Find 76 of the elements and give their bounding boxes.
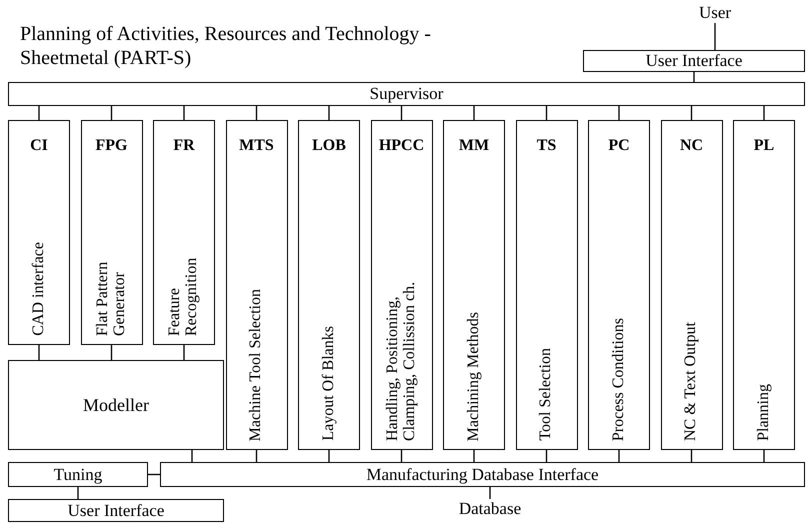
module-box bbox=[298, 120, 360, 450]
connector-line bbox=[618, 450, 620, 462]
connector-line bbox=[473, 450, 475, 462]
module-box bbox=[733, 120, 795, 450]
module-name: Process Conditions bbox=[610, 318, 628, 441]
module-box bbox=[660, 120, 722, 450]
module-box bbox=[153, 120, 215, 345]
connector-line bbox=[38, 106, 40, 120]
layer-bar bbox=[160, 462, 805, 487]
box-label: User Interface bbox=[68, 500, 164, 520]
connector-line bbox=[400, 450, 402, 462]
connector-line bbox=[110, 106, 112, 120]
connector-line bbox=[191, 450, 193, 462]
module-box bbox=[80, 120, 142, 345]
module-name: NC & Text Output bbox=[683, 322, 700, 441]
layer-bar bbox=[8, 462, 148, 487]
layer-bar bbox=[8, 82, 805, 106]
module-box bbox=[516, 120, 578, 450]
module-name: Tool Selection bbox=[538, 348, 555, 441]
box-label: Manufacturing Database Interface bbox=[366, 464, 599, 484]
module-name: Flat Pattern Generator bbox=[94, 260, 128, 336]
module-abbreviation: PL bbox=[752, 137, 776, 155]
module-abbreviation: FPG bbox=[94, 137, 128, 155]
module-abbreviation: PC bbox=[607, 137, 631, 155]
module-name: Machining Methods bbox=[466, 312, 482, 441]
box-label: Tuning bbox=[54, 464, 102, 484]
module-box bbox=[443, 120, 505, 450]
module-abbreviation: LOB bbox=[311, 137, 347, 155]
module-abbreviation: HPCC bbox=[378, 137, 426, 155]
connector-line bbox=[328, 106, 330, 120]
module-name: Planning bbox=[756, 384, 772, 441]
node-label: User bbox=[698, 3, 732, 23]
connector-line bbox=[328, 450, 330, 462]
connector-line bbox=[183, 106, 185, 120]
connector-line bbox=[546, 450, 548, 462]
module-name: Layout Of Blanks bbox=[320, 326, 338, 441]
module-box bbox=[226, 120, 288, 450]
layer-bar bbox=[583, 50, 805, 72]
connector-line bbox=[690, 450, 692, 462]
connector-line bbox=[473, 106, 475, 120]
connector-line bbox=[546, 106, 548, 120]
module-abbreviation: FR bbox=[172, 137, 196, 155]
module-name: Feature Recognition bbox=[167, 256, 201, 336]
connector-line bbox=[110, 345, 112, 360]
connector-line bbox=[693, 72, 695, 82]
module-abbreviation: TS bbox=[536, 137, 558, 155]
connector-line bbox=[256, 106, 258, 120]
module-abbreviation: NC bbox=[678, 137, 704, 155]
module-name: Machine Tool Selection bbox=[248, 288, 265, 441]
connector-line bbox=[763, 106, 765, 120]
diagram-title: Planning of Activities, Resources and Technology - Sheetmetal (PART-S) bbox=[20, 22, 432, 70]
layer-bar bbox=[8, 499, 224, 522]
connector-line bbox=[618, 106, 620, 120]
connector-line bbox=[183, 345, 185, 360]
module-box bbox=[588, 120, 650, 450]
module-box bbox=[8, 360, 224, 450]
node-label: Database bbox=[458, 499, 522, 519]
connector-line bbox=[489, 487, 491, 499]
module-name: CAD interface bbox=[30, 242, 48, 336]
module-abbreviation: CI bbox=[29, 137, 49, 155]
connector-line bbox=[38, 345, 40, 360]
module-box bbox=[8, 120, 70, 345]
connector-line bbox=[714, 23, 716, 50]
connector-line bbox=[400, 106, 402, 120]
connector-line bbox=[690, 106, 692, 120]
module-abbreviation: MM bbox=[458, 137, 490, 155]
module-abbreviation: MTS bbox=[238, 137, 275, 155]
connector-line bbox=[256, 450, 258, 462]
connector-line bbox=[148, 474, 160, 476]
module-name: Handling, Positioning, Clamping, Collission ch. bbox=[384, 280, 418, 441]
box-label: Modeller bbox=[83, 394, 149, 416]
connector-line bbox=[763, 450, 765, 462]
box-label: Supervisor bbox=[370, 84, 444, 104]
connector-line bbox=[77, 487, 79, 499]
module-box bbox=[370, 120, 432, 450]
box-label: User Interface bbox=[646, 51, 742, 71]
